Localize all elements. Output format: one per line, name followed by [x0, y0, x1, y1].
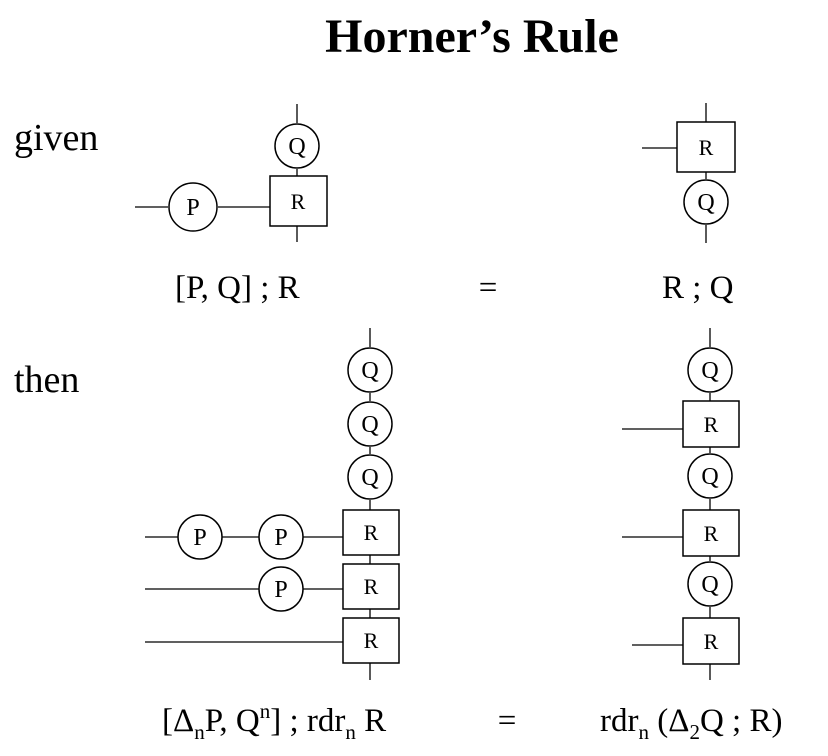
- subscript: n: [194, 720, 205, 744]
- subscript: n: [345, 720, 356, 744]
- given-rhs-formula: R ; Q: [662, 270, 734, 306]
- q-circle: [687, 453, 733, 499]
- r-box: [342, 617, 400, 664]
- q-label: Q: [701, 358, 718, 384]
- formula-part: P, Q: [205, 703, 260, 739]
- formula-part: Q ; R): [700, 703, 783, 739]
- q-circle: [347, 347, 393, 393]
- r-label: R: [704, 412, 719, 437]
- given-rhs-diagram: R Q: [642, 103, 736, 243]
- r-box: [682, 400, 740, 448]
- r-label: R: [364, 574, 379, 599]
- formula-part: R: [356, 703, 386, 739]
- r-box: [269, 175, 328, 227]
- q-label: Q: [361, 465, 378, 491]
- superscript: n: [260, 699, 271, 723]
- page-title: Horner’s Rule: [325, 10, 619, 63]
- r-label: R: [291, 189, 306, 214]
- then-rhs-diagram: Q Q Q R R R: [622, 328, 740, 680]
- formula-part: [Δ: [162, 703, 194, 739]
- formula-part: (Δ: [649, 703, 689, 739]
- q-label: Q: [697, 190, 714, 216]
- q-label: Q: [701, 464, 718, 490]
- q-circle: [687, 561, 733, 607]
- then-lhs-formula: [ΔnP, Qn] ; rdrn R: [162, 699, 386, 744]
- then-label: then: [14, 359, 79, 401]
- q-circle: [687, 347, 733, 393]
- p-label: P: [274, 525, 287, 551]
- p-circle: [168, 182, 218, 232]
- p-circle: [177, 514, 223, 560]
- then-equals-sign: =: [498, 703, 517, 739]
- then-lhs-diagram: Q Q Q R R R P P P: [145, 328, 400, 680]
- given-lhs-diagram: P Q R: [135, 104, 328, 242]
- given-label: given: [14, 117, 98, 159]
- r-label: R: [364, 628, 379, 653]
- r-box: [676, 121, 736, 173]
- r-label: R: [704, 521, 719, 546]
- q-circle: [347, 454, 393, 500]
- then-rhs-formula: rdrn (Δ2Q ; R): [600, 703, 782, 744]
- r-label: R: [699, 135, 714, 160]
- q-label: Q: [361, 412, 378, 438]
- given-lhs-formula: [P, Q] ; R: [175, 270, 300, 306]
- r-box: [682, 617, 740, 665]
- formula-part: ] ; rdr: [270, 703, 345, 739]
- q-label: Q: [361, 358, 378, 384]
- q-circle: [347, 401, 393, 447]
- subscript: 2: [689, 720, 700, 744]
- p-label: P: [186, 195, 199, 221]
- r-label: R: [364, 520, 379, 545]
- q-circle: [274, 123, 320, 169]
- r-box: [342, 563, 400, 610]
- r-box: [342, 509, 400, 556]
- q-label: Q: [701, 572, 718, 598]
- p-label: P: [193, 525, 206, 551]
- r-box: [682, 509, 740, 557]
- r-label: R: [704, 629, 719, 654]
- p-circle: [258, 566, 304, 612]
- p-circle: [258, 514, 304, 560]
- p-label: P: [274, 577, 287, 603]
- subscript: n: [638, 720, 649, 744]
- given-equals-sign: =: [479, 270, 498, 306]
- formula-part: rdr: [600, 703, 638, 739]
- q-circle: [683, 179, 729, 225]
- q-label: Q: [288, 134, 305, 160]
